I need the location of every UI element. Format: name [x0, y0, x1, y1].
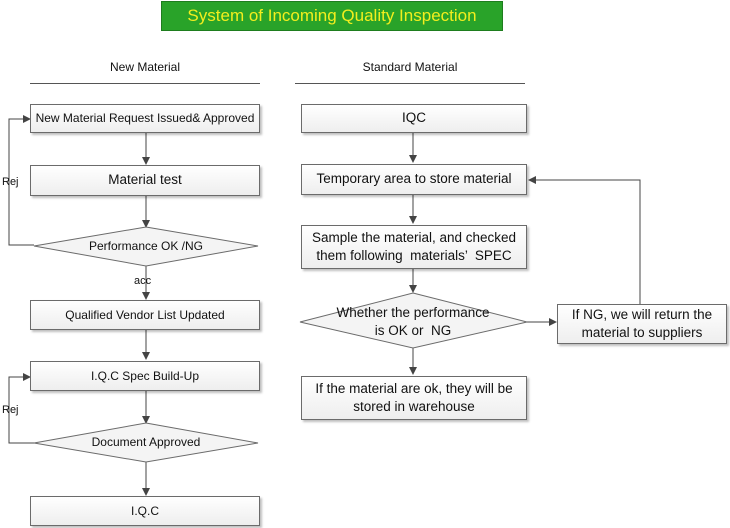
title-banner: System of Incoming Quality Inspection — [161, 1, 503, 31]
stored-in-warehouse-box: If the material are ok, they will be sto… — [301, 376, 527, 420]
iqc-start-box: IQC — [301, 104, 527, 133]
connector-performance-reject-loop — [8, 115, 34, 246]
iqc-start-label: IQC — [401, 110, 426, 126]
page-title: System of Incoming Quality Inspection — [187, 6, 477, 25]
column-header-new-material: New Material — [30, 60, 260, 74]
column-header-standard-material: Standard Material — [295, 60, 525, 74]
material-test-label: Material test — [108, 172, 182, 188]
performance-decision-text: Performance OK /NG — [40, 234, 252, 260]
new-material-request-label: New Material Request Issued& Approved — [35, 111, 255, 126]
return-to-suppliers-box: If NG, we will return the material to su… — [557, 304, 727, 344]
performance-decision-label: Performance OK /NG — [88, 239, 204, 254]
performance-decision-diamond — [33, 226, 259, 267]
qualified-vendor-list-box: Qualified Vendor List Updated — [30, 300, 260, 330]
temporary-area-label: Temporary area to store material — [316, 171, 512, 187]
document-decision-label: Document Approved — [91, 435, 201, 450]
connector-document-reject-loop — [8, 373, 34, 444]
material-test-box: Material test — [30, 165, 260, 196]
sample-material-line-1: Sample the material, and checked — [311, 229, 517, 245]
right-performance-line-1: Whether the performance — [336, 305, 490, 321]
reject-label-performance: Rej — [2, 176, 19, 188]
column-header-label: Standard Material — [362, 60, 458, 74]
sample-material-line-2: them following materials’ SPEC — [316, 248, 512, 263]
connector-ng-return-loop — [528, 176, 641, 304]
iqc-end-box: I.Q.C — [30, 496, 260, 526]
sample-material-box: Sample the material, and checked them fo… — [301, 225, 527, 269]
iqc-end-label: I.Q.C — [130, 503, 159, 518]
iqc-spec-label: I.Q.C Spec Build-Up — [90, 368, 200, 383]
stored-in-warehouse-line-2: stored in warehouse — [353, 399, 475, 414]
document-decision-diamond — [33, 422, 259, 463]
qualified-vendor-list-label: Qualified Vendor List Updated — [65, 307, 225, 322]
return-to-suppliers-line-1: If NG, we will return the — [571, 306, 713, 322]
column-header-label: New Material — [109, 60, 181, 74]
column-divider-left — [30, 83, 260, 84]
right-performance-line-2: is OK or NG — [374, 323, 452, 338]
accept-label: acc — [134, 275, 152, 287]
stored-in-warehouse-line-1: If the material are ok, they will be — [315, 380, 513, 396]
temporary-area-box: Temporary area to store material — [301, 164, 527, 195]
right-performance-decision-text: Whether the performance is OK or NG — [320, 304, 506, 340]
column-divider-right — [295, 83, 525, 84]
return-to-suppliers-line-2: material to suppliers — [581, 325, 703, 340]
reject-label-document: Rej — [2, 404, 19, 416]
right-performance-decision-diamond — [299, 292, 528, 349]
iqc-spec-box: I.Q.C Spec Build-Up — [30, 361, 260, 391]
document-decision-text: Document Approved — [40, 430, 252, 456]
new-material-request-box: New Material Request Issued& Approved — [30, 104, 260, 133]
